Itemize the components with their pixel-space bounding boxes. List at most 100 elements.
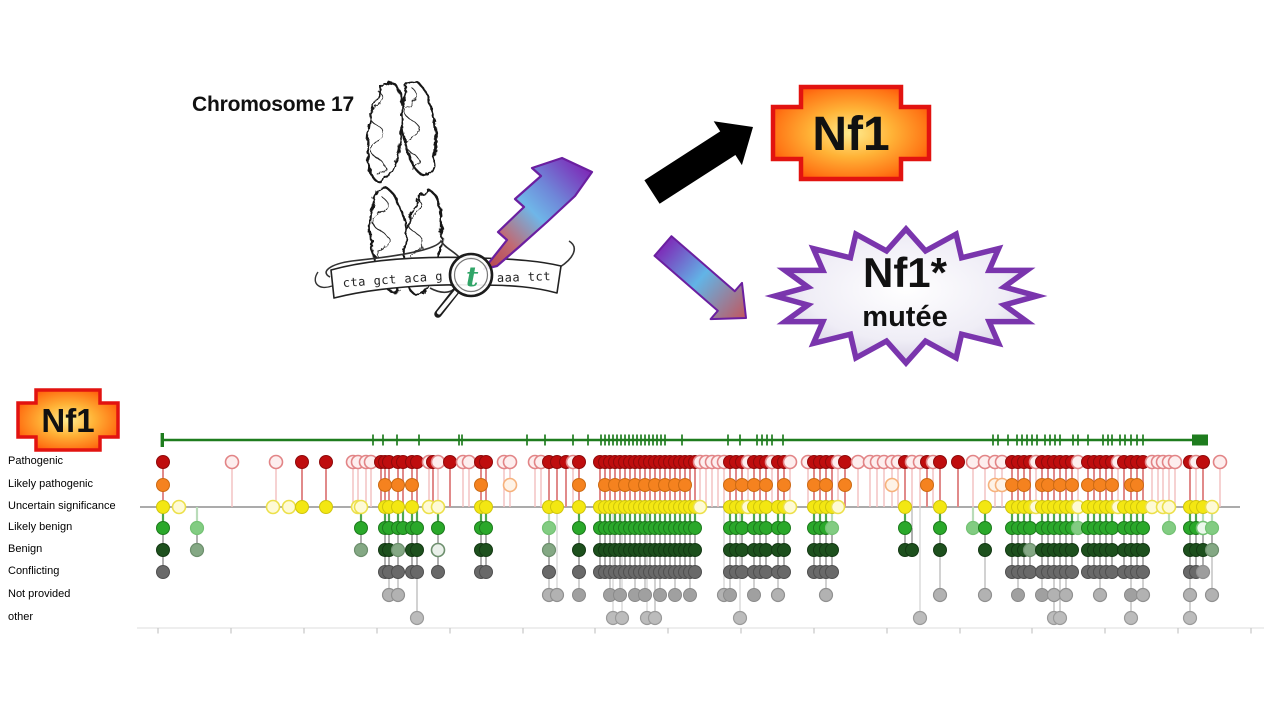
- variant-circle-p: [224, 454, 240, 470]
- variant-circle-lb: [1105, 521, 1119, 535]
- variant-circle-lb: [479, 521, 493, 535]
- variant-circle-lp: [474, 478, 488, 492]
- variant-circle-lb: [1136, 521, 1150, 535]
- legend-label-u: Uncertain significance: [8, 500, 116, 512]
- variant-circle-b: [479, 543, 493, 557]
- variant-lollipop-chart: Nf1: [16, 388, 1264, 634]
- legend-label-np: Not provided: [8, 588, 71, 600]
- variant-circle-u: [830, 499, 846, 515]
- variant-circle-lb: [572, 521, 586, 535]
- variant-circle-u: [281, 499, 297, 515]
- variant-circle-c: [410, 565, 424, 579]
- variant-circle-u: [692, 499, 708, 515]
- variant-circle-np: [549, 587, 565, 603]
- variant-circle-u: [479, 500, 493, 514]
- variant-circle-p: [502, 454, 518, 470]
- variant-circle-lp: [156, 478, 170, 492]
- variant-circle-c: [572, 565, 586, 579]
- variant-circle-b: [1204, 542, 1220, 558]
- variant-circle-lp: [1105, 478, 1119, 492]
- variant-circle-lp: [1053, 478, 1067, 492]
- variant-circle-np: [683, 588, 697, 602]
- variant-circle-u: [171, 499, 187, 515]
- variant-circle-lb: [541, 520, 557, 536]
- variant-circle-lb: [1023, 521, 1037, 535]
- variant-circle-np: [1135, 587, 1151, 603]
- variant-circle-lp: [572, 478, 586, 492]
- legend-label-o: other: [8, 611, 34, 623]
- variant-circle-b: [759, 543, 773, 557]
- nf1-chart-badge: Nf1: [16, 388, 120, 452]
- variant-circle-np: [1092, 587, 1108, 603]
- variant-circle-p: [156, 455, 170, 469]
- variant-circle-u: [353, 499, 369, 515]
- variant-circle-u: [430, 499, 446, 515]
- variant-circle-np: [1204, 587, 1220, 603]
- nf1-mutated-sublabel: mutée: [862, 301, 947, 333]
- variant-circle-lp: [1041, 478, 1055, 492]
- variant-circle-u: [978, 500, 992, 514]
- variant-circle-lp: [735, 478, 749, 492]
- variant-circle-lp: [723, 478, 737, 492]
- variant-circle-o: [732, 610, 748, 626]
- variant-circle-o: [1123, 610, 1139, 626]
- variant-circle-c: [391, 565, 405, 579]
- dna-ribbon: cta gct aca g aaa tct: [330, 256, 562, 299]
- variant-circle-np: [818, 587, 834, 603]
- variant-circle-b: [156, 543, 170, 557]
- variant-circle-u: [1204, 499, 1220, 515]
- variant-circle-p: [1167, 454, 1183, 470]
- variant-circle-lb: [777, 521, 791, 535]
- sequence-right: aaa tct: [497, 269, 552, 285]
- variant-circle-np: [668, 588, 682, 602]
- variant-circle-p: [479, 455, 493, 469]
- variant-circle-c: [1195, 564, 1211, 580]
- variant-circle-u: [550, 500, 564, 514]
- variant-circle-o: [647, 610, 663, 626]
- variant-circle-b: [1022, 542, 1038, 558]
- chromosome-label: Chromosome 17: [192, 93, 354, 116]
- variant-circle-np: [723, 588, 737, 602]
- variant-circle-np: [1124, 588, 1138, 602]
- variant-circle-o: [1052, 610, 1068, 626]
- variant-circle-b: [390, 542, 406, 558]
- variant-circle-u: [1161, 499, 1177, 515]
- variant-circle-lb: [1204, 520, 1220, 536]
- variant-circle-u: [156, 500, 170, 514]
- variant-circle-lb: [354, 521, 368, 535]
- variant-circle-lp: [777, 478, 791, 492]
- variant-circle-c: [777, 565, 791, 579]
- variant-circle-lp: [378, 478, 392, 492]
- variant-circle-p: [268, 454, 284, 470]
- nf1-mutated-label: Nf1*: [863, 249, 948, 296]
- variant-circle-p: [410, 455, 424, 469]
- variant-circle-np: [572, 588, 586, 602]
- variant-circle-np: [390, 587, 406, 603]
- variant-circle-o: [614, 610, 630, 626]
- variant-circle-o: [409, 610, 425, 626]
- black-arrow-icon: [644, 121, 753, 204]
- variant-circle-c: [1065, 565, 1079, 579]
- variant-circle-p: [951, 455, 965, 469]
- legend-label-p: Pathogenic: [8, 455, 64, 467]
- variant-circle-b: [541, 542, 557, 558]
- variant-circle-p: [1196, 455, 1210, 469]
- variant-circle-lb: [1161, 520, 1177, 536]
- variant-circle-p: [295, 455, 309, 469]
- variant-circle-b: [825, 543, 839, 557]
- variant-circle-lb: [189, 520, 205, 536]
- variant-circle-u: [572, 500, 586, 514]
- variant-circle-u: [898, 500, 912, 514]
- variant-circle-lp: [678, 478, 692, 492]
- variant-circle-p: [319, 455, 333, 469]
- legend-label-b: Benign: [8, 543, 43, 555]
- variant-circle-c: [479, 565, 493, 579]
- variant-circle-b: [1136, 543, 1150, 557]
- variant-circle-b: [777, 543, 791, 557]
- variant-circle-o: [1182, 610, 1198, 626]
- variant-circle-p: [443, 455, 457, 469]
- variant-circle-lb: [933, 521, 947, 535]
- nf1-mutated-starburst: Nf1* mutée: [764, 224, 1048, 368]
- variant-circle-b: [353, 542, 369, 558]
